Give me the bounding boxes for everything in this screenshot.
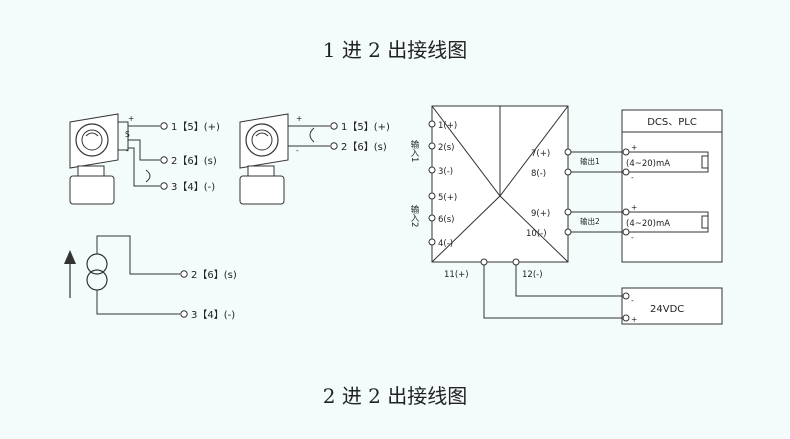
receiver-term-2n xyxy=(622,228,630,236)
transmitter-a-mark-s: S xyxy=(125,130,130,139)
terminal-b1 xyxy=(330,122,338,130)
receiver-term-1n xyxy=(622,168,630,176)
current-source: 2【6】(s) 3【4】(-) xyxy=(64,235,237,321)
transmitter-a-loop-icon xyxy=(145,169,151,183)
isolator-input1-label: 输入1 xyxy=(409,139,419,162)
output1-label: 输出1 xyxy=(580,156,600,166)
isolator-input-terminal-4: 4(-) xyxy=(438,239,453,249)
load-resistor-2-icon xyxy=(701,215,709,229)
isolator-input-terminal-3: 3(-) xyxy=(438,167,453,177)
power-supply-box xyxy=(621,287,723,325)
load-resistor-1-icon xyxy=(701,155,709,169)
isolator-output-terminal-10: 10(-) xyxy=(526,229,547,239)
transmitter-b: + - 1【5】(+) 2【6】(s) xyxy=(239,113,390,205)
terminal-c3 xyxy=(180,310,188,318)
receiver-term-1p xyxy=(622,148,630,156)
transmitter-b-icon xyxy=(239,113,289,205)
diagram-title-bottom: 2 进 2 出接线图 xyxy=(322,384,468,408)
isolator-term-12 xyxy=(512,258,520,266)
isolator: 输入1 输入2 1(+) 2(s) 3(-) 5(+) 6(s) 4(-) 7(… xyxy=(409,105,572,280)
power-term-neg xyxy=(622,292,630,300)
output2-label: 输出2 xyxy=(580,216,600,226)
transmitter-a-icon xyxy=(69,113,129,205)
transmitter-b-terminal-1: 1【5】(+) xyxy=(341,121,390,133)
isolator-output-terminal-7: 7(+) xyxy=(531,149,550,159)
isolator-term-5 xyxy=(428,192,436,200)
transmitter-b-mark-minus: - xyxy=(296,146,299,155)
receiver-signal-1: (4~20)mA xyxy=(626,159,670,169)
svg-text:-: - xyxy=(631,233,634,242)
isolator-term-3 xyxy=(428,166,436,174)
isolator-term-11 xyxy=(480,258,488,266)
transmitter-b-terminal-2: 2【6】(s) xyxy=(341,141,387,153)
terminal-a3 xyxy=(160,182,168,190)
power-term-pos xyxy=(622,314,630,322)
transmitter-a-terminal-2: 2【6】(s) xyxy=(171,155,217,167)
terminal-a1 xyxy=(160,122,168,130)
isolator-term-2 xyxy=(428,142,436,150)
transmitter-b-mark-plus: + xyxy=(296,114,302,123)
current-source-terminal-3: 3【4】(-) xyxy=(191,309,235,321)
isolator-output-terminal-8: 8(-) xyxy=(531,169,546,179)
svg-text:-: - xyxy=(631,296,634,305)
isolator-term-4 xyxy=(428,238,436,246)
isolator-power-terminal-12: 12(-) xyxy=(522,270,543,280)
svg-text:-: - xyxy=(631,173,634,182)
power-supply-label: 24VDC xyxy=(650,304,684,315)
current-source-icon xyxy=(64,250,108,298)
receiver-title: DCS、PLC xyxy=(647,117,697,128)
receiver-signal-2: (4~20)mA xyxy=(626,219,670,229)
svg-text:+: + xyxy=(631,315,637,324)
svg-text:+: + xyxy=(631,143,637,152)
isolator-term-7 xyxy=(564,148,572,156)
receiver-dcs-plc: DCS、PLC + - + - (4~20)mA (4~20)mA xyxy=(621,109,723,263)
svg-text:+: + xyxy=(631,203,637,212)
transmitter-a-mark-plus: + xyxy=(128,114,134,123)
isolator-term-1 xyxy=(428,120,436,128)
terminal-b2 xyxy=(330,142,338,150)
isolator-input-terminal-1: 1(+) xyxy=(438,121,457,131)
isolator-output-terminal-9: 9(+) xyxy=(531,209,550,219)
diagram-title-top: 1 进 2 出接线图 xyxy=(322,38,468,62)
isolator-input-terminal-5: 5(+) xyxy=(438,193,457,203)
isolator-input-terminal-6: 6(s) xyxy=(438,215,454,225)
power-supply-24vdc: - + 24VDC xyxy=(483,265,723,325)
receiver-box xyxy=(621,109,723,263)
transmitter-a: + S - 1【5】(+) 2【6】(s) 3【4】(-) xyxy=(69,113,220,205)
isolator-term-10 xyxy=(564,228,572,236)
isolator-power-terminal-11: 11(+) xyxy=(444,270,469,280)
transmitter-b-loop-icon xyxy=(309,127,315,143)
isolator-term-8 xyxy=(564,168,572,176)
current-source-terminal-2: 2【6】(s) xyxy=(191,269,237,281)
isolator-input2-label: 输入2 xyxy=(409,204,419,227)
transmitter-a-terminal-1: 1【5】(+) xyxy=(171,121,220,133)
isolator-term-9 xyxy=(564,208,572,216)
isolator-term-6 xyxy=(428,214,436,222)
isolator-input-terminal-2: 2(s) xyxy=(438,143,454,153)
terminal-c2 xyxy=(180,270,188,278)
transmitter-a-terminal-3: 3【4】(-) xyxy=(171,181,215,193)
terminal-a2 xyxy=(160,156,168,164)
receiver-term-2p xyxy=(622,208,630,216)
transmitter-a-mark-minus: - xyxy=(126,146,129,155)
